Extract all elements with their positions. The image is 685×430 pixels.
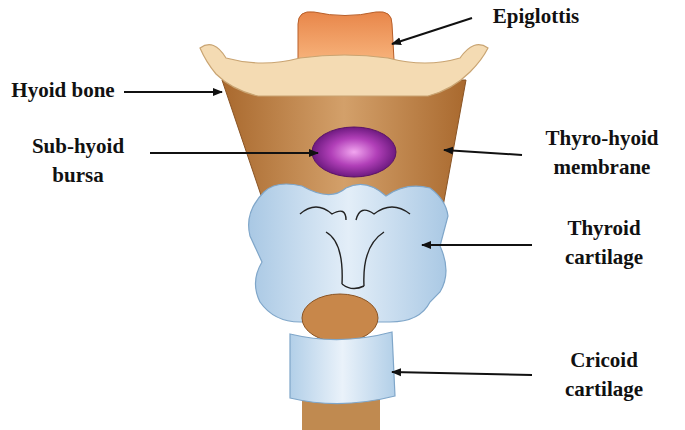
part-label: Thyroid cartilage	[534, 214, 674, 273]
part-label: Thyro-hyoid membrane	[524, 124, 680, 183]
hyoid-bone-shape	[200, 45, 488, 96]
part-label: Cricoid cartilage	[534, 346, 674, 405]
part-label: Hyoid bone	[4, 76, 122, 105]
thyroid-notch-lines	[300, 207, 410, 220]
bursa-shape	[312, 127, 396, 177]
cricothyroid-shape	[302, 294, 378, 342]
epiglottis-shape	[298, 12, 394, 60]
leader-arrows	[124, 18, 532, 375]
thyroid-lamina-lines	[326, 232, 384, 289]
cricoid-cartilage-shape	[290, 332, 395, 404]
part-label: Epiglottis	[476, 2, 596, 31]
part-label: Sub-hyoid bursa	[10, 132, 146, 191]
